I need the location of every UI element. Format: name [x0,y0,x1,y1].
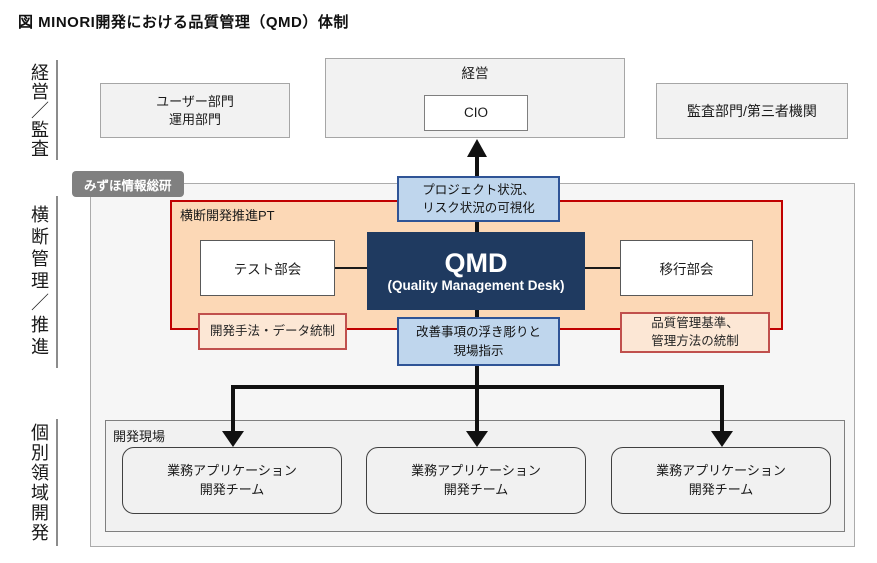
section-label-individual-dev: 個別領域開発 [29,422,49,543]
qmd-subtitle: (Quality Management Desk) [387,277,565,293]
down-arrow-icon [466,431,488,447]
connector-right [585,267,620,269]
section-bracket-line [56,419,58,546]
flow-line-down-center [475,310,479,433]
migration-group-box: 移行部会 [620,240,753,296]
section-label-management-audit: 経営／監査 [29,62,49,158]
cross-pt-label: 横断開発推進PT [180,208,275,223]
section-bracket-line [56,196,58,368]
cio-box: CIO [424,95,528,131]
vendor-tag: みずほ情報総研 [72,171,184,197]
test-group-box: テスト部会 [200,240,335,296]
up-arrow-icon [467,139,487,157]
management-label: 経営 [461,66,489,81]
figure-title: 図 MINORI開発における品質管理（QMD）体制 [18,14,349,31]
team-box: 業務アプリケーション 開発チーム [122,447,342,514]
connector-left [335,267,367,269]
qmd-box: QMD (Quality Management Desk) [367,232,585,310]
qmd-title: QMD [444,248,508,279]
section-bracket-line [56,60,58,160]
management-box: 経営 CIO [325,58,625,138]
flow-line-down-right [720,385,724,433]
section-label-cross-management: 横断管理／推進 [29,205,49,359]
down-arrow-icon [711,431,733,447]
quality-standard-note: 品質管理基準、 管理方法の統制 [620,312,770,353]
team-box: 業務アプリケーション 開発チーム [366,447,586,514]
dev-method-note: 開発手法・データ統制 [198,313,347,350]
user-dept-box: ユーザー部門 運用部門 [100,83,290,138]
team-box: 業務アプリケーション 開発チーム [611,447,831,514]
dev-site-label: 開発現場 [113,429,166,444]
improvement-note: 改善事項の浮き彫りと 現場指示 [397,317,560,366]
down-arrow-icon [222,431,244,447]
flow-line-down-left [231,385,235,433]
visualization-note: プロジェクト状況、 リスク状況の可視化 [397,176,560,222]
flow-line-horizontal [231,385,724,389]
audit-box: 監査部門/第三者機関 [656,83,848,139]
